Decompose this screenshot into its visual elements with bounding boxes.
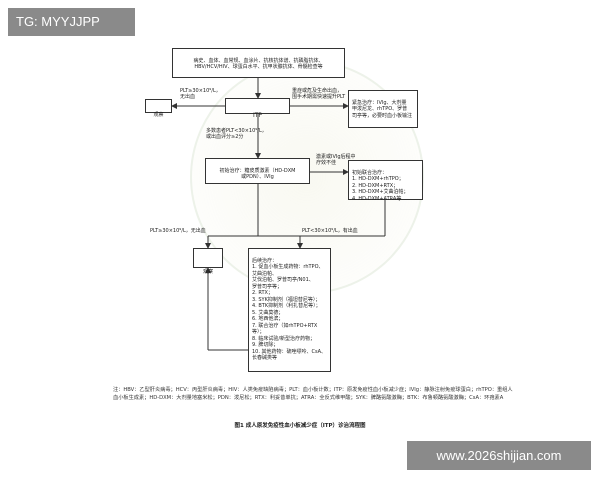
label-plt-threshold-mid: 多数患者PLT<30×10⁹/L， 或出血评分≥2分 — [206, 128, 267, 140]
combination-treatment-box: 初始联合治疗： 1. HD-DXM+rhTPO； 2. HD-DXM+RTX； … — [348, 160, 423, 202]
observe-text-bottom: 观察 — [202, 269, 213, 275]
first-line-treatment-box: 初始治疗：糖皮质激素（HD-DXM 或PDN）、IVIg — [205, 158, 310, 184]
initial-tests-box: 病史、血体、血常规、血涂片、抗核抗体谱、抗磷脂抗体、 HBV/HCV/HIV、球… — [172, 48, 345, 78]
figure-caption: 图1 成人原发免疫性血小板减少症（ITP）诊治流程图 — [234, 423, 366, 429]
label-emergency-condition: 重症或危及生命出血， 围手术期需快速提升PLT — [292, 88, 346, 100]
observe-text-top: 观察 — [153, 112, 164, 118]
initial-tests-text: 病史、血体、血常规、血涂片、抗核抗体谱、抗磷脂抗体、 HBV/HCV/HIV、球… — [193, 57, 324, 71]
emergency-treatment-box: 紧急治疗：IVIg、大剂量 甲泼尼龙、rhTPO、罗普 司亭等，必要时血小板输注 — [348, 90, 418, 128]
label-plt-threshold-top: PLT≥30×10⁹/L， 无出血 — [180, 88, 221, 100]
abbreviation-note: 注：HBV：乙型肝炎病毒；HCV：丙型肝炎病毒；HIV：人类免疫缺陷病毒；PLT… — [113, 387, 513, 401]
combination-treatment-text: 初始联合治疗： 1. HD-DXM+rhTPO； 2. HD-DXM+RTX； … — [352, 169, 409, 202]
observe-box-top: 观察 — [145, 99, 172, 118]
emergency-treatment-text: 紧急治疗：IVIg、大剂量 甲泼尼龙、rhTPO、罗普 司亭等，必要时血小板输注 — [352, 99, 413, 119]
itp-text: ITP — [252, 112, 263, 119]
first-line-treatment-text: 初始治疗：糖皮质激素（HD-DXM 或PDN）、IVIg — [219, 167, 296, 181]
label-plt-threshold-right: PLT<30×10⁹/L，有出血 — [302, 228, 358, 234]
observe-box-bottom: 观察 — [193, 248, 223, 275]
itp-box: ITP — [225, 98, 290, 119]
subsequent-treatment-text: 后续治疗： 1. 促血小板生成药物：rhTPO、艾曲泊帕、 艾伐泊帕、罗普司亭/… — [252, 257, 327, 362]
label-plt-threshold-left: PLT≥30×10⁹/L，无出血 — [150, 228, 206, 234]
watermark-top-left: TG: MYYJJPP — [8, 8, 135, 36]
watermark-bottom-right: www.2026shijian.com — [407, 441, 591, 470]
subsequent-treatment-box: 后续治疗： 1. 促血小板生成药物：rhTPO、艾曲泊帕、 艾伐泊帕、罗普司亭/… — [248, 248, 331, 372]
label-refractory-response: 激素或IVIg后程中 疗效不佳 — [316, 154, 356, 166]
